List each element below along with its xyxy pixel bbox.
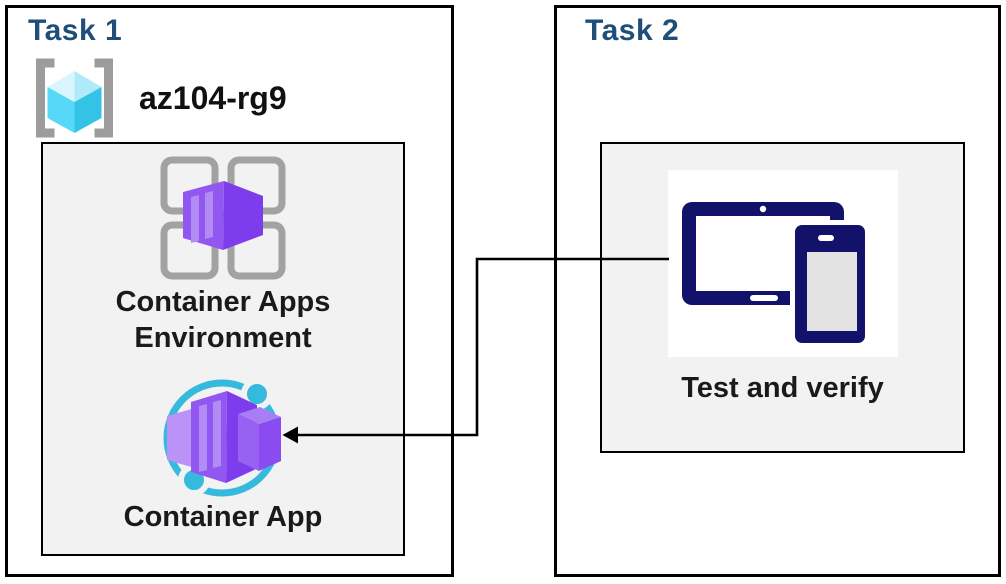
- resource-group-name: az104-rg9: [139, 79, 287, 116]
- environment-inner-box: Container Apps Environment Container App: [41, 142, 405, 556]
- task2-title: Task 2: [585, 14, 680, 47]
- container-app-label: Container App: [123, 501, 323, 533]
- resource-group-row: az104-rg9: [26, 56, 287, 140]
- test-and-verify-label: Test and verify: [681, 372, 884, 404]
- container-app-icon: [163, 378, 281, 497]
- devices-icon-card: [668, 170, 898, 357]
- verify-inner-box: Test and verify: [600, 142, 965, 453]
- task1-title: Task 1: [28, 14, 123, 47]
- task2-panel: Task 2 Test and verify: [554, 5, 1001, 577]
- container-apps-environment-label: Container Apps Environment: [115, 286, 331, 354]
- resource-group-icon: [36, 58, 113, 138]
- devices-icon: [682, 202, 870, 348]
- container-apps-environment-icon: [160, 156, 286, 280]
- task1-panel: Task 1 az104-rg9: [5, 5, 454, 577]
